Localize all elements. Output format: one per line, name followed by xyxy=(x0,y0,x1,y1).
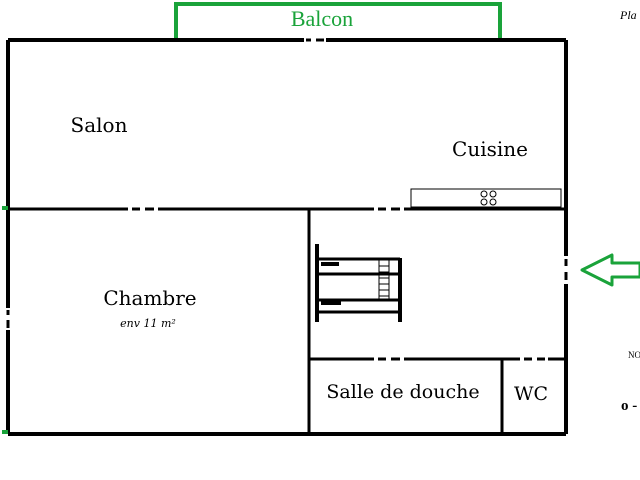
cooktop-icon xyxy=(480,190,497,206)
arrow-left-icon xyxy=(580,253,640,287)
margin-text-bottom: o - xyxy=(621,398,637,414)
room-label-chambre: Chambre xyxy=(103,286,196,310)
balcony-label: Balcon xyxy=(291,6,353,31)
interior-walls xyxy=(8,207,566,434)
room-label-salle-de-douche: Salle de douche xyxy=(326,381,479,403)
outer-walls xyxy=(6,38,568,436)
green-mark xyxy=(2,430,8,434)
door-markers xyxy=(132,207,545,361)
kitchen-counter xyxy=(410,188,562,208)
green-mark xyxy=(2,206,8,210)
balcony xyxy=(174,2,502,40)
margin-text-mid: NO xyxy=(628,350,640,360)
room-label-salon: Salon xyxy=(71,113,128,137)
margin-text-top: Pla xyxy=(619,8,637,22)
room-area-chambre: env 11 m² xyxy=(120,317,176,330)
room-label-cuisine: Cuisine xyxy=(452,137,528,161)
bunk-bed-icon xyxy=(315,244,402,322)
room-label-wc: WC xyxy=(514,383,548,405)
